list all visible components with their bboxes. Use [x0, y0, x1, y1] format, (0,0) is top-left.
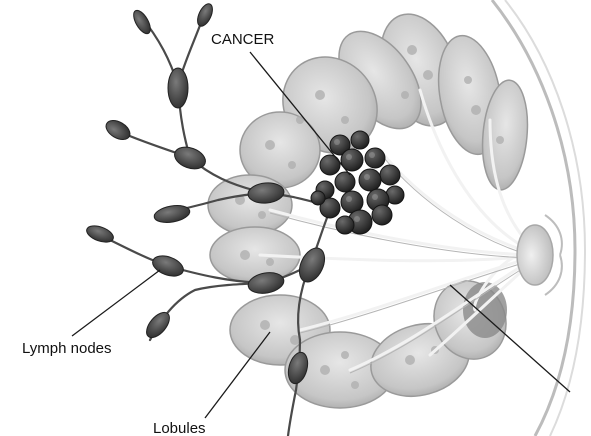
skin-contour [492, 0, 585, 436]
lymph-node [150, 252, 186, 280]
cancer-label: CANCER [211, 32, 274, 47]
lobules-label: Lobules [153, 421, 206, 436]
lymph-node [194, 2, 215, 29]
lymph-node [168, 68, 188, 108]
lymph-nodes-leader-line [72, 270, 160, 336]
lymph-node [84, 223, 115, 246]
lymph-node [153, 203, 191, 225]
lymph-node [130, 8, 153, 37]
nipple [517, 215, 562, 295]
lymph-nodes-label: Lymph nodes [22, 341, 112, 356]
lymph-node [103, 117, 134, 144]
lymph-node [142, 308, 174, 341]
